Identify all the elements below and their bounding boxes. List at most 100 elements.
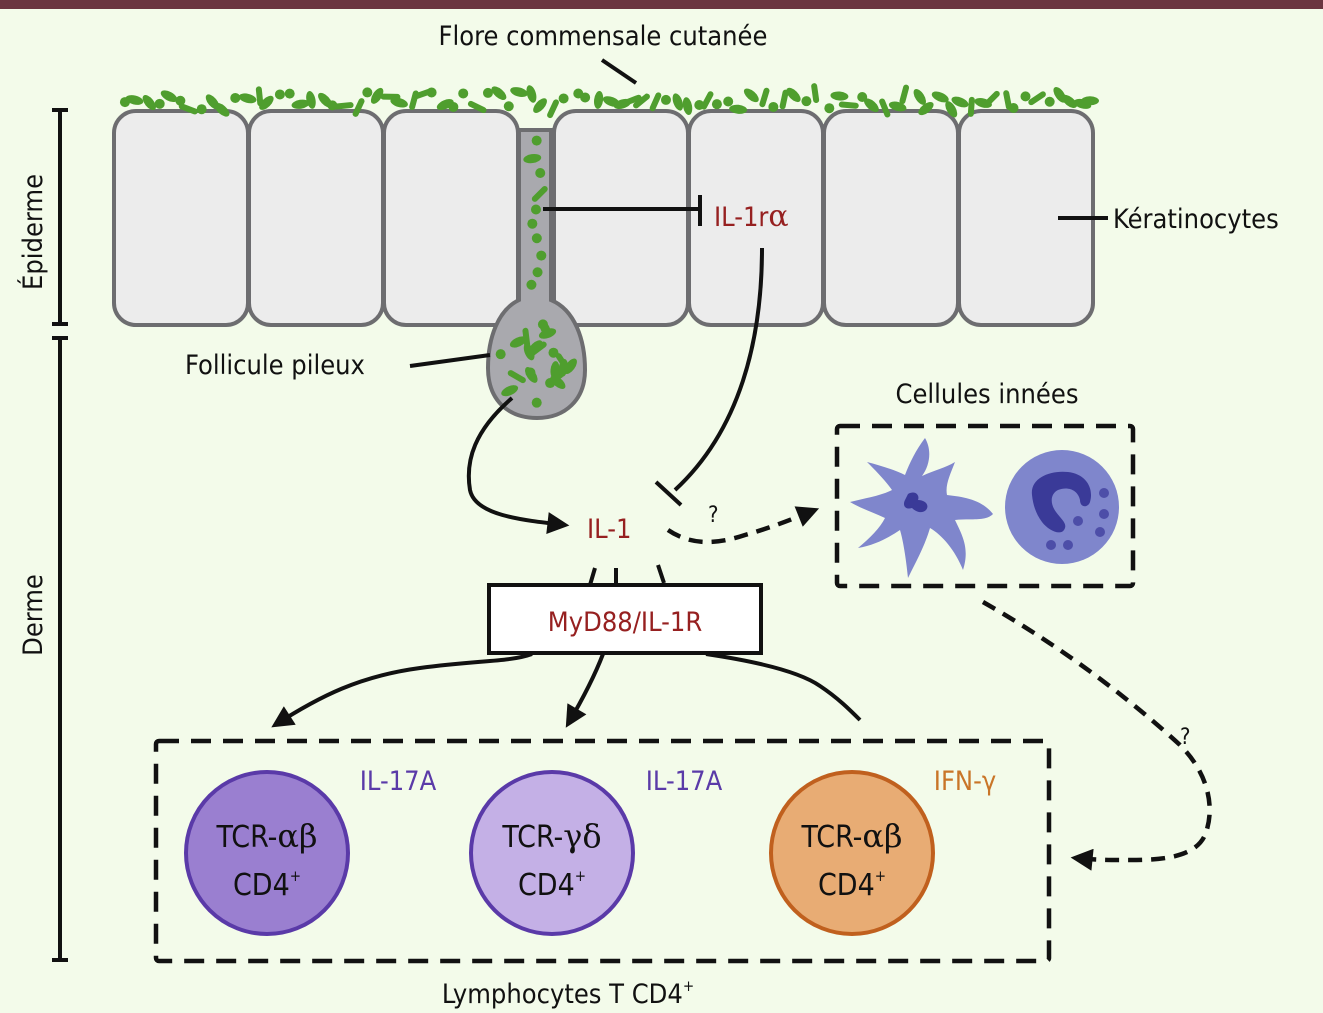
bacterium-coccus	[530, 204, 541, 215]
bacterium-rod	[672, 93, 684, 111]
keratinocyte-cell	[247, 109, 385, 327]
il1ra-label: IL-1rα	[714, 199, 789, 234]
keratinocyte-layer	[112, 109, 1095, 327]
bacterium-rod	[983, 90, 1000, 107]
bacterium-rod	[913, 89, 926, 105]
bacterium-rod	[899, 84, 910, 105]
receptor-to-tcr-ab-ifng-line	[705, 652, 862, 722]
bacterium-rod	[594, 90, 604, 109]
bacterium-rod	[682, 97, 693, 115]
il1-label: IL-1	[587, 514, 631, 545]
dermis-scale-bar	[52, 336, 68, 962]
bacterium-rod	[863, 98, 879, 112]
bacterium-rod	[759, 87, 770, 108]
t-cell-body	[769, 770, 935, 936]
bacterium-coccus	[503, 101, 514, 112]
cytokine-label: IFN-γ	[934, 766, 996, 797]
bacterium-coccus	[526, 279, 537, 290]
myd88-il1r-box	[487, 583, 763, 655]
bacterium-rod	[526, 85, 537, 103]
bacterium-coccus	[175, 95, 186, 106]
commensal-flora-label: Flore commensale cutanée	[439, 21, 768, 52]
t-cell-marker-label: CD4+	[233, 867, 301, 903]
bacterium-rod	[786, 87, 801, 103]
bacterium-coccus	[535, 168, 546, 179]
innate-to-lymphocytes-dashed-arrow	[981, 600, 1212, 871]
innate-cells-label: Cellules innées	[896, 379, 1079, 410]
keratinocyte-cell	[552, 109, 690, 327]
bacterium-rod	[830, 91, 849, 101]
bacterium-rod	[564, 358, 577, 375]
lymphocytes-label: Lymphocytes T CD4+	[442, 977, 694, 1010]
t-cell-receptor-label: TCR-αβ	[216, 817, 318, 855]
bacterium-coccus	[458, 88, 469, 99]
bacterium-rod	[125, 95, 144, 105]
bacterium-rod	[467, 100, 487, 114]
bacterium-rod	[633, 93, 650, 109]
bacterium-rod	[160, 90, 178, 103]
il1ra-to-il1-inhibition-line	[673, 247, 764, 492]
t-cell-marker-label: CD4+	[818, 867, 886, 903]
dendritic-cell-icon	[850, 438, 993, 578]
bacterium-coccus	[660, 94, 671, 105]
bacterium-rod	[951, 96, 969, 108]
bacterium-coccus	[154, 98, 165, 109]
keratinocyte-cell	[822, 109, 960, 327]
hair-follicle-label: Follicule pileux	[185, 350, 365, 381]
bacteria-cluster	[119, 83, 1100, 408]
bacterium-coccus	[284, 88, 295, 99]
cytokine-label: IL-17A	[646, 766, 723, 797]
unknown-marker-2: ?	[1180, 725, 1191, 750]
bacterium-coccus	[426, 87, 437, 98]
bacterium-rod	[306, 91, 316, 109]
bacterium-rod	[945, 101, 958, 118]
t-cell-marker-label: CD4+	[518, 867, 586, 903]
bacterium-rod	[255, 86, 264, 107]
unknown-marker-1: ?	[708, 503, 719, 528]
top-border-bar	[0, 0, 1323, 9]
bacterium-rod	[412, 88, 432, 100]
bacterium-rod	[743, 88, 759, 103]
bacterium-rod	[649, 92, 662, 112]
il1-to-innate-cells-dashed-arrow	[666, 506, 820, 545]
bacterium-rod	[291, 99, 310, 109]
bacterium-rod	[525, 367, 538, 383]
bacterium-rod	[523, 343, 535, 361]
bacterium-rod	[533, 98, 547, 113]
bacterium-rod	[1081, 96, 1100, 106]
bacterium-coccus	[801, 96, 812, 107]
bacterium-coccus	[548, 347, 559, 358]
bacterium-coccus	[448, 101, 459, 112]
bacterium-coccus	[558, 93, 569, 104]
bacterium-rod	[729, 104, 748, 114]
bacterium-rod	[547, 99, 559, 119]
t-cell-body	[184, 770, 350, 936]
bacterium-rod	[700, 91, 714, 110]
bacterium-rod	[142, 95, 156, 111]
bacterium-rod	[1028, 91, 1046, 106]
bacterium-coccus	[531, 135, 542, 146]
dermis-label: Derme	[18, 574, 49, 656]
bacterium-rod	[214, 102, 230, 117]
il1-inhibition-bar	[654, 480, 683, 507]
bacterium-coccus	[1044, 96, 1055, 107]
cytokine-label: IL-17A	[360, 766, 437, 797]
t-cell-receptor-label: TCR-αβ	[801, 817, 903, 855]
bacterium-coccus	[531, 233, 542, 244]
bacterium-rod	[523, 153, 542, 164]
bacterium-coccus	[768, 101, 779, 112]
bacterium-rod	[931, 91, 949, 103]
bacterium-coccus	[1020, 91, 1031, 102]
bacterium-rod	[507, 370, 526, 384]
bacterium-rod	[1061, 94, 1078, 108]
bacterium-coccus	[532, 267, 543, 278]
bacterium-rod	[779, 89, 789, 110]
keratinocytes-label: Kératinocytes	[1113, 204, 1279, 235]
receptor-binding-tick	[588, 567, 597, 586]
bacterium-rod	[967, 96, 975, 117]
hair-follicle-pointer	[409, 353, 491, 368]
